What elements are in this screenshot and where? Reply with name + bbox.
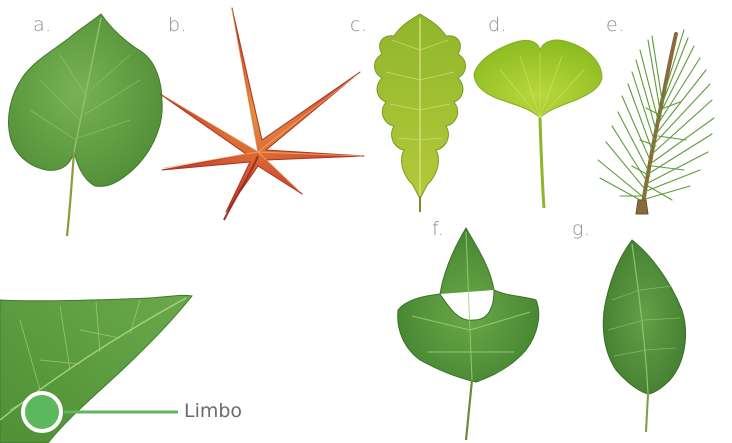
label-b: b. <box>168 14 187 36</box>
limbo-marker <box>23 393 61 431</box>
leaf-e-pine <box>598 30 714 214</box>
limbo-label: Limbo <box>184 400 242 422</box>
label-e: e. <box>606 14 625 36</box>
leaf-c-oak <box>375 14 466 212</box>
leaf-a-heart <box>9 14 163 236</box>
leaf-g-elliptic <box>603 240 685 432</box>
leaf-d-ginkgo <box>474 40 602 208</box>
label-d: d. <box>488 14 507 36</box>
limbo-callout <box>23 393 178 431</box>
label-c: c. <box>350 14 368 36</box>
leaf-f-mulberry <box>398 228 539 440</box>
label-g: g. <box>572 218 590 240</box>
leaf-b-maple <box>160 8 364 220</box>
label-f: f. <box>432 218 444 240</box>
label-a: a. <box>33 14 52 36</box>
